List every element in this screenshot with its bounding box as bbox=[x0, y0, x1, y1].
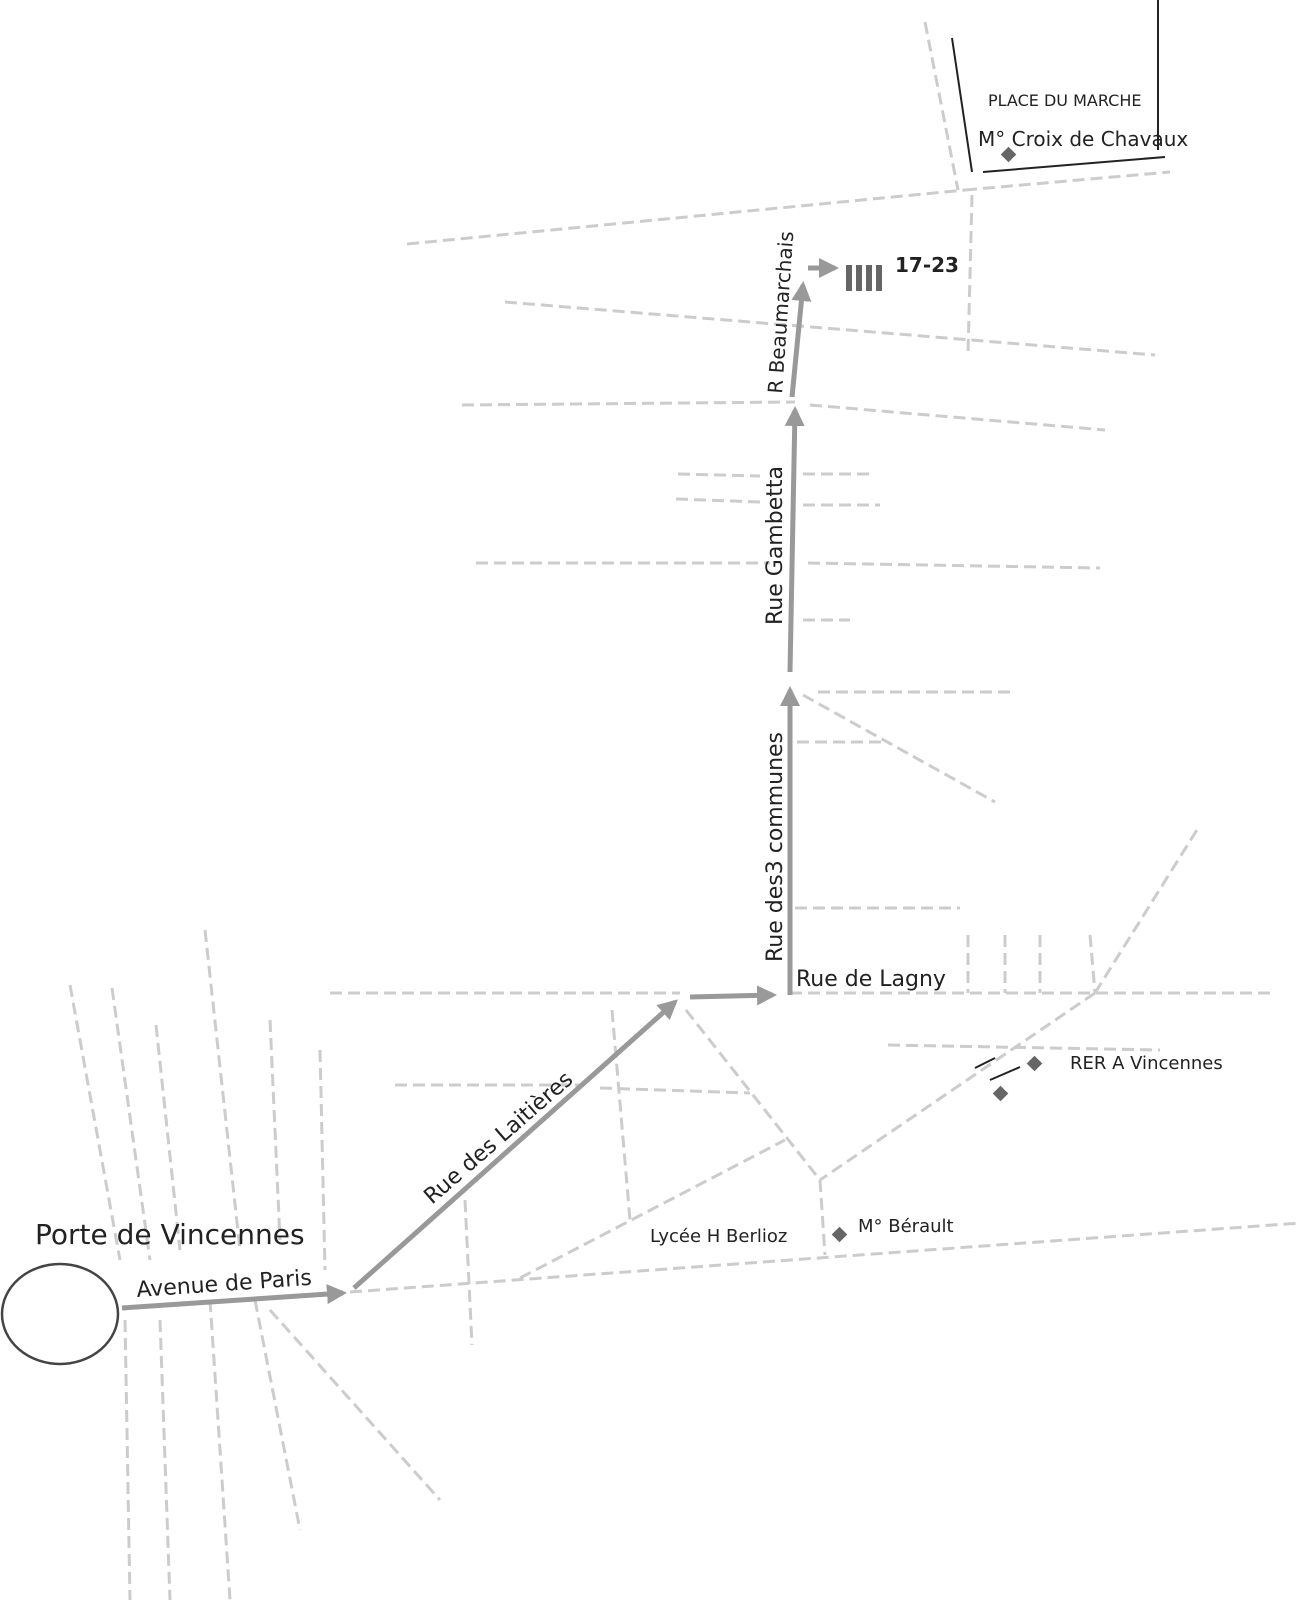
street-line bbox=[203, 929, 242, 1251]
rue-des-laitieres-label: Rue des Laitières bbox=[420, 1067, 579, 1209]
lycee-berlioz-label: Lycée H Berlioz bbox=[650, 1226, 787, 1247]
street-line bbox=[599, 1086, 751, 1095]
street-line bbox=[253, 1299, 302, 1531]
rue-gambetta-label: Rue Gambetta bbox=[763, 466, 788, 625]
street-line bbox=[1093, 824, 1202, 994]
metro-berault-label: M° Bérault bbox=[858, 1216, 954, 1237]
street-line bbox=[887, 1043, 1161, 1052]
street-line bbox=[677, 472, 761, 478]
rer-mark bbox=[974, 1057, 996, 1069]
street-line bbox=[819, 991, 1096, 1182]
place-du-marche-label: PLACE DU MARCHE bbox=[988, 91, 1141, 110]
route-avenue-de-paris bbox=[121, 1284, 347, 1311]
rer-vincennes-marker-icon bbox=[992, 1085, 1009, 1102]
street-line bbox=[966, 194, 974, 356]
street-line bbox=[110, 987, 152, 1261]
street-line bbox=[923, 21, 960, 191]
porte-de-vincennes-label: Porte de Vincennes bbox=[35, 1218, 305, 1251]
street-line bbox=[68, 984, 122, 1261]
rue-de-lagny-label: Rue de Lagny bbox=[796, 967, 946, 992]
street-line bbox=[519, 1138, 786, 1280]
destination-number: 17-23 bbox=[895, 253, 959, 277]
station-markers bbox=[831, 146, 1043, 1243]
street-line bbox=[318, 1049, 327, 1271]
background-streets bbox=[68, 21, 1300, 1600]
destination-building-icon bbox=[846, 265, 882, 291]
street-line bbox=[818, 1179, 827, 1256]
street-line bbox=[268, 1308, 442, 1502]
rue-des-3-communes-label: Rue des3 communes bbox=[763, 732, 788, 962]
metro-croix-de-chavaux-label: M° Croix de Chavaux bbox=[978, 127, 1188, 151]
street-line bbox=[406, 188, 966, 246]
street-line bbox=[123, 1319, 132, 1600]
street-line bbox=[807, 561, 1101, 570]
street-line bbox=[158, 1319, 172, 1600]
rer-mark bbox=[989, 1066, 1021, 1081]
street-line bbox=[675, 497, 761, 504]
street-line bbox=[809, 403, 1106, 432]
route-rue-beaumarchais bbox=[789, 281, 812, 398]
place-edge bbox=[982, 156, 1166, 173]
route-rue-des-laitieres bbox=[352, 999, 678, 1290]
street-line bbox=[461, 400, 796, 407]
place-edge bbox=[951, 37, 973, 173]
street-line bbox=[349, 1221, 1300, 1294]
street-line bbox=[463, 1199, 474, 1346]
street-line bbox=[1088, 934, 1097, 994]
street-line bbox=[504, 300, 1156, 357]
porte-de-vincennes-circle-icon bbox=[0, 1262, 120, 1366]
route-rue-gambetta bbox=[784, 406, 805, 673]
route-rue-de-lagny bbox=[689, 985, 777, 1006]
metro-berault-marker-icon bbox=[831, 1226, 848, 1243]
street-line bbox=[964, 170, 1171, 192]
place-du-marche-outline bbox=[951, 0, 1166, 173]
route bbox=[121, 258, 839, 1311]
street-line bbox=[208, 1299, 232, 1600]
rer-station-marks bbox=[974, 1057, 1021, 1081]
rer-a-vincennes-label: RER A Vincennes bbox=[1070, 1053, 1223, 1074]
street-line bbox=[154, 1024, 182, 1251]
metro-croix-marker-icon bbox=[1000, 146, 1017, 163]
street-line bbox=[802, 693, 996, 804]
street-line bbox=[684, 1009, 822, 1181]
street-line bbox=[268, 1019, 282, 1241]
rer-vincennes-marker-icon bbox=[1026, 1055, 1043, 1072]
